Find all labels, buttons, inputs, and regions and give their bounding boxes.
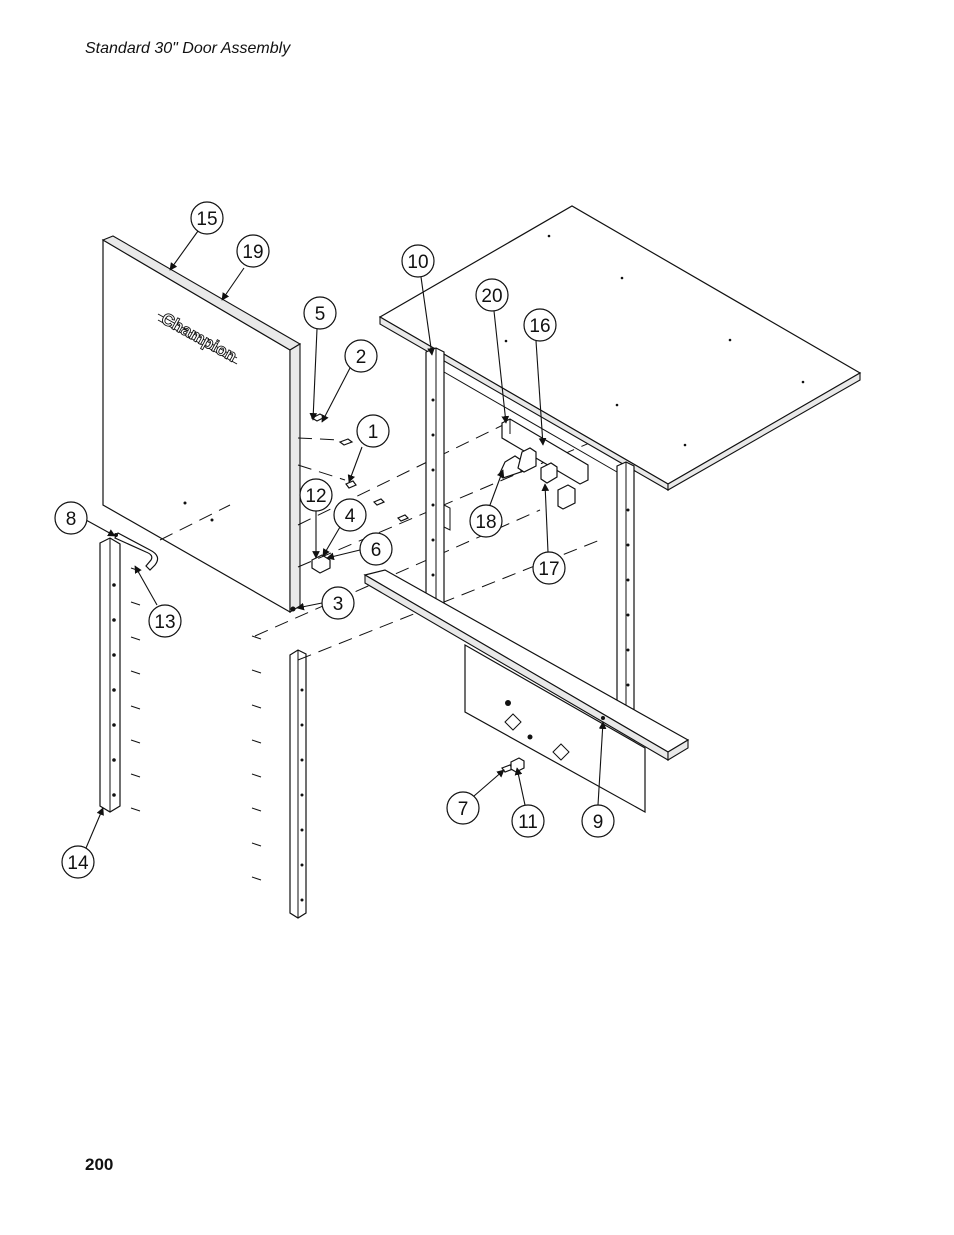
top-panel xyxy=(378,205,862,491)
screw-column-right xyxy=(251,635,262,881)
callout-18: 18 xyxy=(469,469,505,538)
callout-9: 9 xyxy=(581,721,615,838)
callout-8: 8 xyxy=(54,501,116,537)
screw-column-left xyxy=(130,567,141,812)
callout-19: 19 xyxy=(221,234,270,301)
callout-20: 20 xyxy=(475,278,510,424)
frame-side-tab xyxy=(443,504,451,531)
callout-6: 6 xyxy=(326,532,393,566)
svg-text:4: 4 xyxy=(345,506,356,527)
callout-13: 13 xyxy=(134,565,182,638)
svg-text:19: 19 xyxy=(242,242,263,263)
svg-text:1: 1 xyxy=(368,422,379,443)
page-number: 200 xyxy=(85,1155,114,1174)
svg-text:3: 3 xyxy=(333,594,344,615)
bottom-channel xyxy=(363,569,690,761)
svg-text:16: 16 xyxy=(529,316,550,337)
page-title: Standard 30" Door Assembly xyxy=(85,40,291,57)
svg-text:10: 10 xyxy=(407,252,428,273)
svg-text:14: 14 xyxy=(67,853,89,874)
callouts: 1 2 3 4 5 6 xyxy=(54,201,615,879)
callout-1: 1 xyxy=(347,414,390,483)
frame-upright-left xyxy=(425,347,445,619)
callout-17: 17 xyxy=(532,483,566,585)
callout-16: 16 xyxy=(523,308,557,446)
callout-14: 14 xyxy=(61,807,104,879)
svg-text:17: 17 xyxy=(538,559,559,580)
svg-text:6: 6 xyxy=(371,540,382,561)
svg-text:9: 9 xyxy=(593,812,604,833)
frame-top-rail xyxy=(443,371,618,473)
callout-15: 15 xyxy=(169,201,224,271)
svg-text:2: 2 xyxy=(356,347,367,368)
svg-text:11: 11 xyxy=(518,812,538,833)
svg-text:13: 13 xyxy=(154,612,175,633)
svg-text:5: 5 xyxy=(315,304,326,325)
callout-7: 7 xyxy=(446,769,505,825)
svg-text:7: 7 xyxy=(458,799,469,820)
callout-3: 3 xyxy=(296,586,355,620)
callout-4: 4 xyxy=(322,498,367,557)
callout-5: 5 xyxy=(303,296,337,421)
frame-upright-right xyxy=(616,461,635,723)
hook-bracket xyxy=(498,418,589,510)
hinge-strip-left xyxy=(99,537,121,813)
svg-text:15: 15 xyxy=(196,209,217,230)
door-panel xyxy=(101,235,302,614)
hinge-strip-right xyxy=(289,649,307,919)
svg-text:18: 18 xyxy=(475,512,496,533)
callout-12: 12 xyxy=(299,478,333,559)
callout-11: 11 xyxy=(511,767,545,838)
callout-2: 2 xyxy=(321,339,378,423)
callout-10: 10 xyxy=(401,244,435,356)
svg-text:20: 20 xyxy=(481,286,502,307)
svg-text:12: 12 xyxy=(305,486,326,507)
svg-text:8: 8 xyxy=(66,509,77,530)
